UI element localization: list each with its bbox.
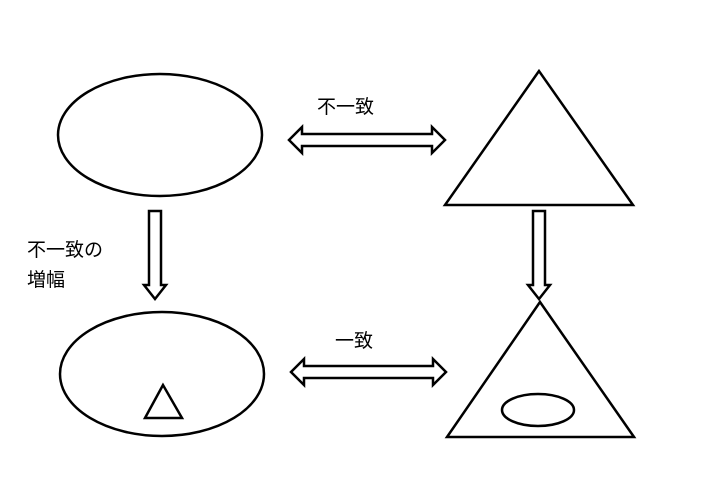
top-double-arrow [287,123,447,157]
top-arrow-label: 不一致 [317,96,374,118]
left-arrow-label-line2: 増幅 [27,269,65,291]
bottom-left-ellipse [58,310,266,438]
top-right-triangle [442,68,636,207]
small-ellipse-inside-triangle [500,392,576,428]
bottom-right-triangle [444,299,637,439]
bottom-arrow-label: 一致 [335,330,373,352]
bottom-double-arrow [289,355,448,389]
left-down-arrow [141,209,169,302]
small-triangle-inside-ellipse [142,382,185,420]
left-arrow-label-line1: 不一致の [27,239,103,261]
top-left-ellipse [56,72,264,198]
right-down-arrow [525,209,553,302]
